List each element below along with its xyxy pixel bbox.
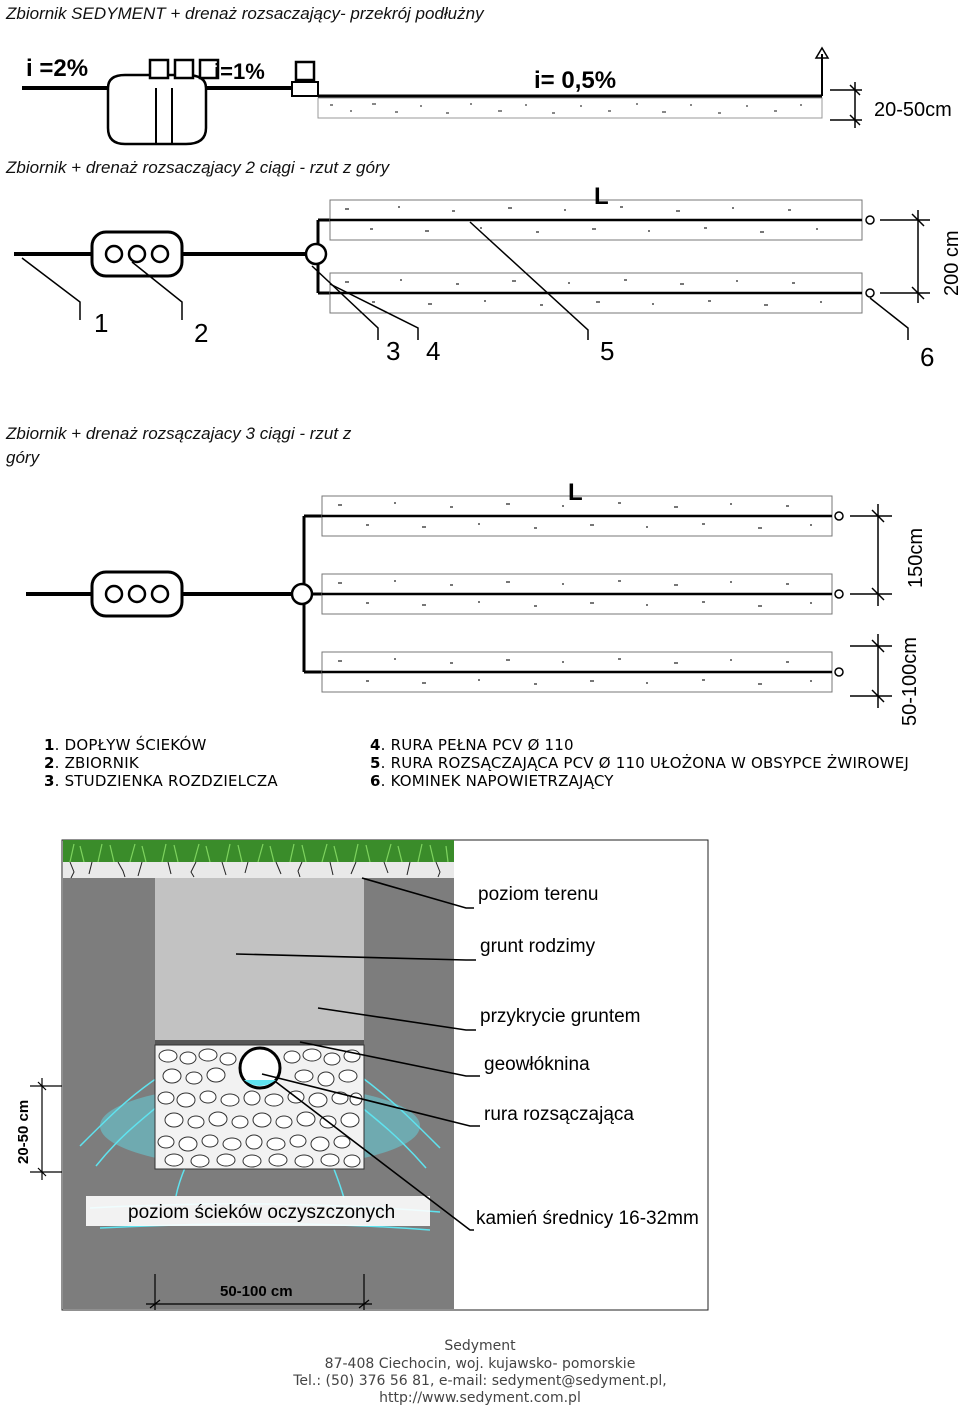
legend-item-5: 5. RURA ROZSĄCZAJĄCA PCV Ø 110 UŁOŻONA W… — [370, 754, 910, 772]
width-dimension-label: 200 cm — [941, 230, 960, 296]
profile-diagram: i =2% i=1% i= 0,5% 20-50cm — [22, 46, 952, 146]
drain-line-3 — [321, 651, 844, 693]
gravel-texture-profile — [330, 103, 802, 114]
section3-title-line2: góry — [6, 448, 40, 467]
length-label: L — [594, 183, 609, 210]
grass-strip — [63, 840, 454, 862]
distribution-box — [290, 582, 314, 606]
section3-title-line1: Zbiornik + drenaż rozsączajacy 3 ciągi -… — [6, 424, 352, 443]
legend-item-6: 6. KOMINEK NAPOWIETRZAJĄCY — [370, 772, 614, 790]
legend-item-3: 3. STUDZIENKA ROZDZIELCZA — [44, 772, 278, 790]
geotextile — [155, 1040, 364, 1045]
label-geotextile: geowłóknina — [484, 1054, 590, 1075]
footer-website[interactable]: http://www.sedyment.com.pl — [379, 1390, 581, 1406]
legend-item-4: 4. RURA PEŁNA PCV Ø 110 — [370, 736, 574, 754]
edge-dimension-label: 50-100cm — [899, 637, 921, 726]
slope-label-2: i=1% — [214, 59, 265, 84]
trench-cross-section: poziom ścieków oczyszczonych poziom tere… — [15, 839, 709, 1311]
drain-line-2 — [329, 272, 875, 314]
drain-line-1 — [321, 495, 844, 537]
slope-label-3: i= 0,5% — [534, 67, 616, 94]
marker-6: 6 — [920, 342, 934, 372]
label-gravel: kamień średnicy 16-32mm — [476, 1208, 699, 1229]
spacing-dimension-label: 150cm — [905, 528, 927, 588]
drain-line-1 — [329, 199, 875, 241]
length-label: L — [568, 480, 583, 506]
footer-contact: Tel.: (50) 376 56 81, e-mail: sedyment@s… — [293, 1373, 667, 1389]
footer-company: Sedyment — [444, 1338, 516, 1354]
leader-lines — [235, 877, 480, 1231]
marker-1: 1 — [94, 308, 108, 338]
roots — [69, 861, 441, 879]
marker-4: 4 — [426, 336, 440, 366]
width-dimension-label: 50-100 cm — [220, 1283, 293, 1300]
drainage-pipe — [238, 1046, 282, 1090]
depth-dimension-label: 20-50 cm — [15, 1100, 32, 1164]
effluent-level-label: poziom ścieków oczyszczonych — [128, 1202, 395, 1223]
plan-3-lines-diagram: L 150cm 50-100cm — [26, 480, 927, 726]
legend-item-2: 2. ZBIORNIK — [44, 754, 139, 772]
label-ground-level: poziom terenu — [478, 884, 598, 905]
legend-item-1: 1. DOPŁYW ŚCIEKÓW — [44, 736, 207, 754]
slope-label-1: i =2% — [26, 55, 88, 82]
topsoil — [63, 862, 454, 878]
cover-soil — [155, 878, 364, 1040]
plan-2-lines-diagram: 200 cm L 1 2 3 4 5 6 — [14, 183, 960, 372]
effluent-label-box — [86, 1196, 430, 1226]
footer-address: 87-408 Ciechocin, woj. kujawsko- pomorsk… — [324, 1356, 636, 1372]
section1-title: Zbiornik SEDYMENT + drenaż rozsaczający-… — [6, 4, 484, 23]
marker-3: 3 — [386, 336, 400, 366]
grass-blades — [69, 843, 449, 863]
gravel-bed-profile — [317, 97, 823, 119]
section2-title: Zbiornik + drenaż rozsacząjacy 2 ciągi -… — [6, 158, 390, 177]
marker-5: 5 — [600, 336, 614, 366]
depth-label: 20-50cm — [874, 99, 952, 121]
gravel-texture-plan3 — [338, 502, 812, 685]
label-native-soil: grunt rodzimy — [480, 936, 596, 957]
label-drain-pipe: rura rozsączająca — [484, 1104, 634, 1125]
gravel-texture-plan2 — [345, 206, 822, 306]
distribution-box — [304, 242, 328, 266]
label-cover-soil: przykrycie gruntem — [480, 1006, 641, 1027]
marker-2: 2 — [194, 318, 208, 348]
drain-line-2 — [321, 573, 844, 615]
